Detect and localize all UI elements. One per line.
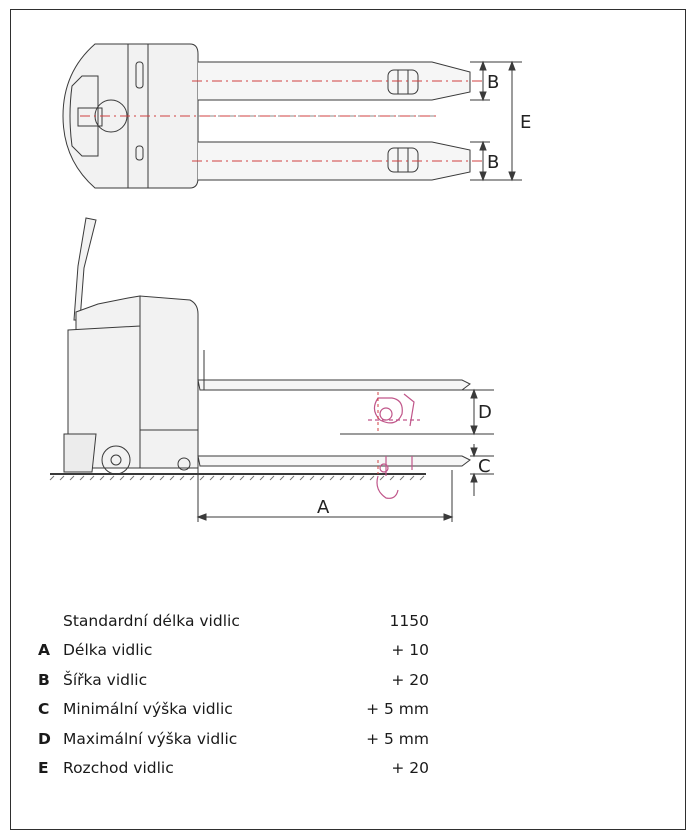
spec-value: + 20 <box>391 759 429 778</box>
spec-letter <box>38 606 63 636</box>
spec-label: Minimální výška vidlic <box>63 700 233 719</box>
table-row: A Délka vidlic + 10 <box>38 636 429 666</box>
pallet-truck-technical-drawing: B B E <box>49 43 531 522</box>
table-row: C Minimální výška vidlic + 5 mm <box>38 695 429 725</box>
dimension-label-b-bottom: B <box>487 152 499 173</box>
tiller-arm-side <box>73 217 97 321</box>
caster-wheel <box>177 457 191 471</box>
dimension-label-b-top: B <box>487 72 499 93</box>
spec-letter: A <box>38 641 50 660</box>
page-frame <box>10 9 686 830</box>
spec-value: 1150 <box>389 611 429 630</box>
load-wheel-lower <box>387 147 419 173</box>
dimension-label-d: D <box>478 402 492 423</box>
side-view <box>49 217 471 481</box>
truck-body-top <box>62 43 199 189</box>
dimension-lines-side <box>196 388 494 522</box>
dimension-label-a: A <box>317 497 330 518</box>
spec-letter: D <box>38 729 51 748</box>
slot-bottom <box>135 145 144 161</box>
spec-letter: E <box>38 759 49 778</box>
load-wheel-upper <box>387 69 419 95</box>
ground-hatching <box>49 475 425 481</box>
spec-label: Délka vidlic <box>63 641 153 660</box>
spec-letter: B <box>38 670 50 689</box>
tiller-grip <box>77 107 103 127</box>
spec-value: + 10 <box>391 641 429 660</box>
dimension-lines-top <box>470 60 522 182</box>
table-row: D Maximální výška vidlic + 5 mm <box>38 724 429 754</box>
table-row: B Šířka vidlic + 20 <box>38 665 429 695</box>
slot-top <box>135 61 144 89</box>
lower-skirt <box>63 433 97 473</box>
spec-label: Rozchod vidlic <box>63 759 174 778</box>
fork-lowered <box>197 455 471 467</box>
spec-label: Standardní délka vidlic <box>63 611 240 630</box>
centre-lines <box>80 80 482 162</box>
table-row: Standardní délka vidlic 1150 <box>38 606 429 636</box>
load-wheel-linkage <box>368 393 420 499</box>
spec-value: + 5 mm <box>366 729 429 748</box>
spec-value: + 20 <box>391 670 429 689</box>
spec-letter: C <box>38 700 50 719</box>
spec-value: + 5 mm <box>366 700 429 719</box>
spec-label: Šířka vidlic <box>63 670 148 689</box>
fork-raised <box>197 379 471 391</box>
dimension-label-c: C <box>478 456 491 477</box>
table-row: E Rozchod vidlic + 20 <box>38 754 429 784</box>
tiller-handle-top <box>69 75 99 157</box>
dimension-label-e: E <box>520 112 531 133</box>
spec-label: Maximální výška vidlic <box>63 729 238 748</box>
spec-table: Standardní délka vidlic 1150 A Délka vid… <box>38 606 429 783</box>
